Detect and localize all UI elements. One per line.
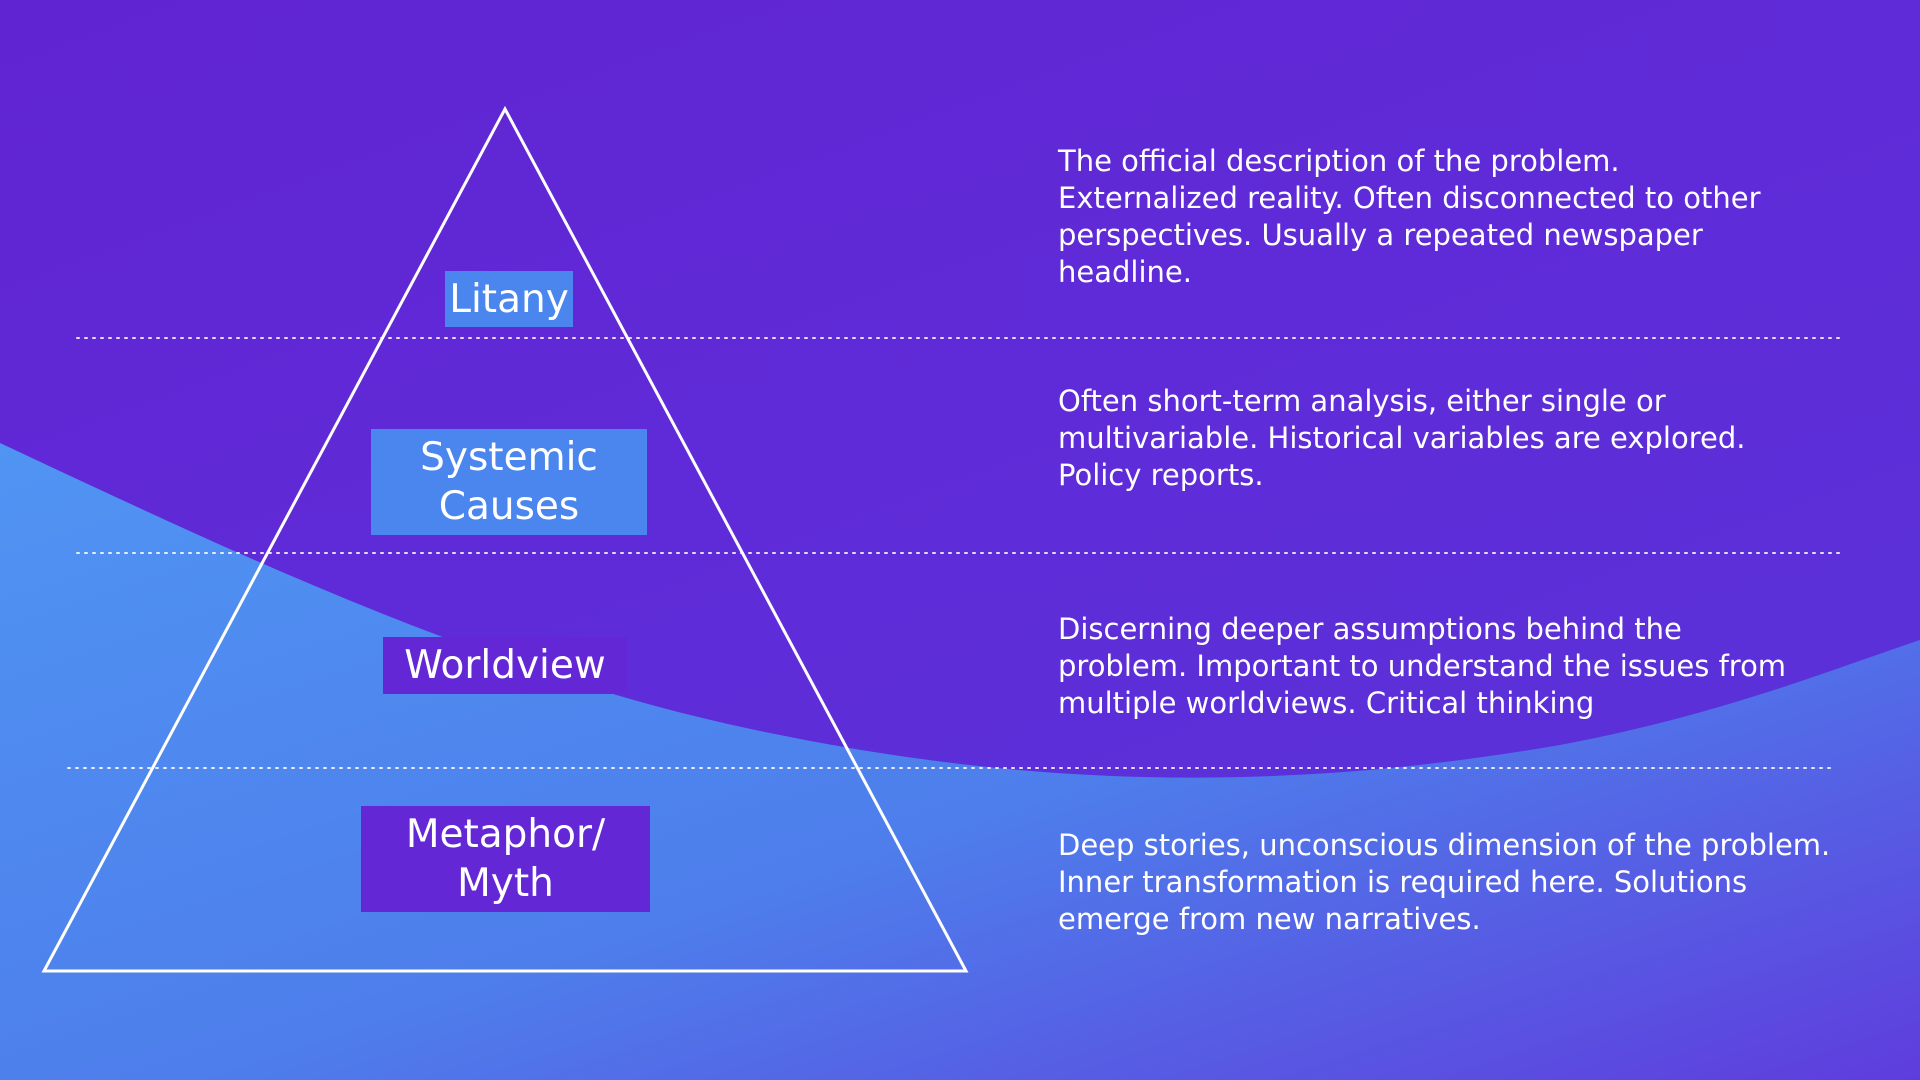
level-label-litany: Litany xyxy=(445,271,573,327)
level-description-systemic-causes: Often short-term analysis, either single… xyxy=(1058,384,1746,492)
pyramid-outline xyxy=(41,105,969,973)
level-description-metaphor-myth: Deep stories, unconscious dimension of t… xyxy=(1058,828,1831,936)
level-label-metaphor-myth: Metaphor/ Myth xyxy=(361,806,650,912)
level-label-worldview: Worldview xyxy=(383,637,627,694)
water-wave xyxy=(0,443,1920,1080)
level-description-litany: The official description of the problem.… xyxy=(1058,144,1761,289)
level-description-worldview: Discerning deeper assumptions behind the… xyxy=(1058,612,1787,720)
level-label-systemic-causes: Systemic Causes xyxy=(371,429,647,535)
